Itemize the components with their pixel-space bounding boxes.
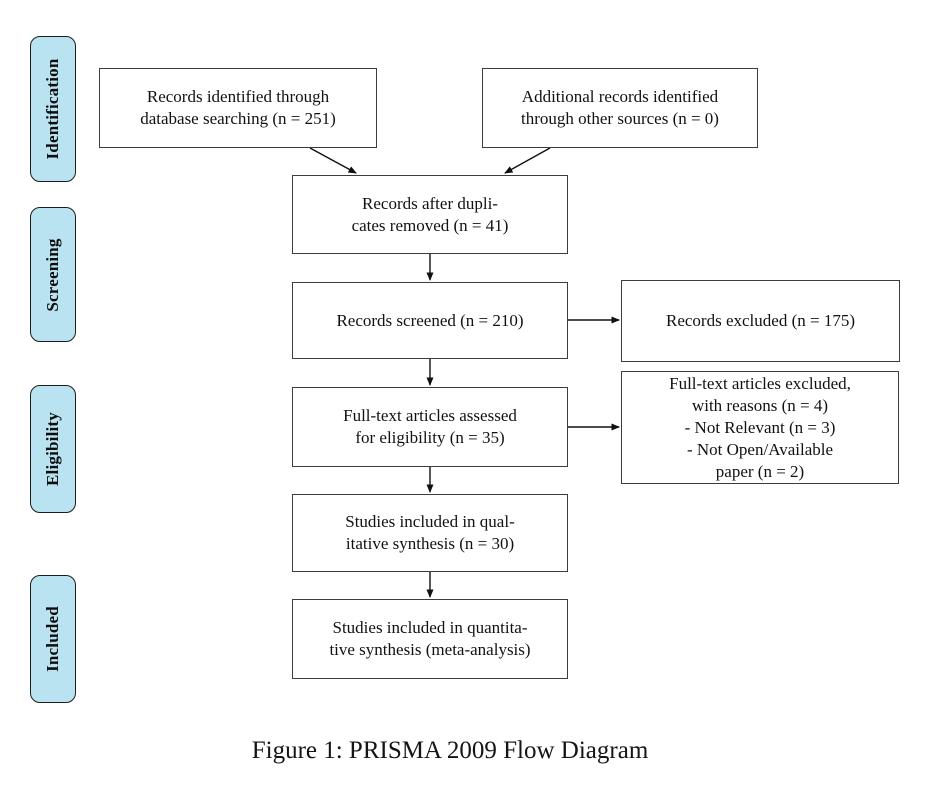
box-text-line: Full-text articles excluded, xyxy=(669,373,851,393)
box-text-line: for eligibility (n = 35) xyxy=(355,428,505,447)
box-records-excluded: Records excluded (n = 175) xyxy=(621,280,900,362)
box-text-line: Records screened (n = 210) xyxy=(336,310,524,330)
box-text-line: itative synthesis (n = 30) xyxy=(345,534,515,553)
box-text-line: Records identified through xyxy=(146,87,330,106)
box-text-line: tive synthesis (meta-analysis) xyxy=(329,640,531,659)
box-text-line: Records excluded (n = 175) xyxy=(666,311,855,330)
arrow-additional-to-duplicates xyxy=(504,147,551,174)
stage-label-identification: Identification xyxy=(30,36,76,182)
box-additional-records: Additional records identified through ot… xyxy=(482,68,758,148)
figure-caption: Figure 1: PRISMA 2009 Flow Diagram xyxy=(251,737,649,764)
stage-label-screening: Screening xyxy=(30,207,76,342)
box-text-line: through other sources (n = 0) xyxy=(521,109,719,128)
box-text-line: Records after dupli- xyxy=(362,193,498,213)
box-text-line: database searching (n = 251) xyxy=(140,109,336,128)
stage-label-included: Included xyxy=(30,575,76,703)
stage-label-text: Eligibility xyxy=(43,412,62,486)
box-text-line: Full-text articles assessed xyxy=(343,406,517,425)
stage-label-text: Included xyxy=(43,606,62,672)
box-text-line: paper (n = 2) xyxy=(715,461,805,481)
box-text-line: - Not Relevant (n = 3) xyxy=(684,417,836,437)
stage-label-text: Screening xyxy=(43,237,62,312)
box-records-identified: Records identified through database sear… xyxy=(99,68,377,148)
box-text-line: Studies included in quantita- xyxy=(332,618,528,637)
box-fulltext-excluded: Full-text articles excluded, with reason… xyxy=(621,371,899,484)
box-records-after-duplicates: Records after dupli- cates removed (n = … xyxy=(292,175,568,254)
box-text-line: cates removed (n = 41) xyxy=(351,215,509,235)
box-records-screened: Records screened (n = 210) xyxy=(292,282,568,359)
stage-label-text: Identification xyxy=(43,58,62,160)
box-text-line: Studies included in qual- xyxy=(345,512,515,531)
box-fulltext-assessed: Full-text articles assessed for eligibil… xyxy=(292,387,568,467)
box-text-line: - Not Open/Available xyxy=(686,439,834,459)
arrow-identified-to-duplicates xyxy=(309,147,357,174)
stage-label-eligibility: Eligibility xyxy=(30,385,76,513)
box-text-line: Additional records identified xyxy=(521,87,719,106)
box-qualitative-synthesis: Studies included in qual- itative synthe… xyxy=(292,494,568,572)
box-quantitative-synthesis: Studies included in quantita- tive synth… xyxy=(292,599,568,679)
box-text-line: with reasons (n = 4) xyxy=(691,395,829,415)
